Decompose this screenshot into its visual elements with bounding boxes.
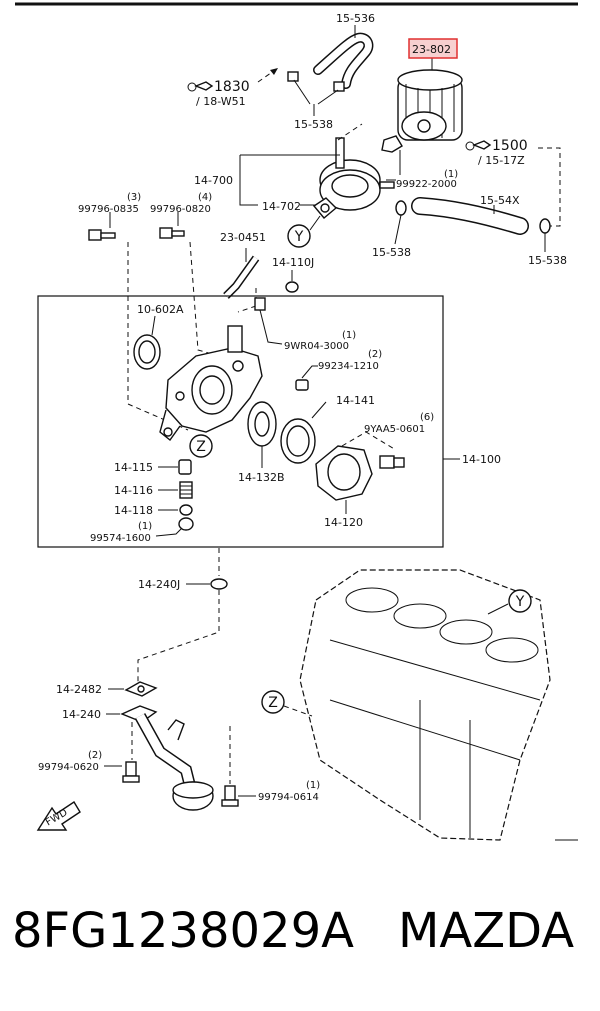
label-9yaa5-0601: 9YAA5-0601 (364, 424, 425, 435)
label-9wr04-3000: 9WR04-3000 (284, 341, 349, 352)
label-14-240j: 14-240J (138, 578, 180, 591)
oil-cooler-14-700[interactable] (319, 137, 395, 211)
svg-text:Z: Z (196, 439, 206, 455)
qty-9yaa5: (6) (420, 412, 434, 423)
label-14-110j: 14-110J (272, 256, 314, 269)
label-14-702: 14-702 (262, 200, 301, 213)
reference-hand-icon (465, 140, 492, 151)
label-99922-2000: 99922-2000 (396, 179, 457, 190)
label-14-132b: 14-132B (238, 471, 285, 484)
plug-99574-1600[interactable] (178, 517, 194, 531)
label-99794-0620: 99794-0620 (38, 762, 99, 773)
engine-block (299, 569, 578, 841)
label-14-115: 14-115 (114, 461, 153, 474)
label-14-700: 14-700 (194, 174, 233, 187)
tube-23-0451[interactable] (223, 255, 260, 299)
label-ref-1500[interactable]: 1500 (492, 138, 528, 154)
label-99796-0820: 99796-0820 (150, 204, 211, 215)
assembly-box-14-100 (37, 295, 444, 548)
label-99574-1600: 99574-1600 (90, 533, 151, 544)
bolt-99796-0820[interactable] (159, 227, 185, 239)
label-15-538-right: 15-538 (528, 254, 567, 267)
bolt-9yaa5-0601[interactable] (379, 455, 405, 469)
label-14-120: 14-120 (324, 516, 363, 529)
callout-z-engine: Z (261, 690, 313, 717)
label-99234-1210: 99234-1210 (318, 361, 379, 372)
svg-text:Y: Y (294, 229, 304, 245)
label-10-602a: 10-602A (137, 303, 184, 316)
label-14-141: 14-141 (336, 394, 375, 407)
qty-99794-0620: (2) (88, 750, 102, 761)
oil-filter-23-802[interactable] (397, 69, 463, 141)
svg-text:Z: Z (268, 695, 278, 711)
highlight-23-802 (408, 38, 458, 59)
qty-99922: (1) (444, 169, 458, 180)
qty-99234: (2) (368, 349, 382, 360)
forward-arrow-icon: FWD (36, 801, 81, 831)
pin-9wr04-3000[interactable] (254, 297, 266, 311)
oil-pump-body[interactable] (159, 325, 263, 442)
footer: 8FG1238029A MAZDA (0, 895, 600, 975)
reference-hand-icon (187, 81, 214, 92)
label-14-240: 14-240 (62, 708, 101, 721)
clamp-15-538-top[interactable] (287, 71, 345, 116)
part-number: 8FG1238029A (12, 903, 354, 959)
plug-14-115[interactable] (178, 459, 192, 475)
qty-99796-0835: (3) (127, 192, 141, 203)
bolt-99794-0614[interactable] (221, 785, 239, 807)
svg-text:Y: Y (515, 594, 525, 610)
hose-15-536[interactable] (313, 32, 374, 89)
label-23-802[interactable]: 23-802 (412, 43, 451, 56)
ring-14-141[interactable] (280, 418, 316, 464)
qty-9wr04: (1) (342, 330, 356, 341)
cover-14-120[interactable] (315, 445, 373, 501)
clamp-15-538-left[interactable] (394, 200, 407, 245)
hose-15-54x[interactable] (411, 197, 529, 235)
spring-14-116[interactable] (179, 481, 193, 499)
label-23-0451: 23-0451 (220, 231, 266, 244)
nut-99922-2000[interactable] (381, 135, 403, 153)
rotor-14-132b[interactable] (247, 401, 277, 447)
label-14-100: 14-100 (462, 453, 501, 466)
label-15-538-left: 15-538 (372, 246, 411, 259)
pin-99234-1210[interactable] (295, 379, 309, 391)
qty-99574: (1) (138, 521, 152, 532)
qty-99794-0614: (1) (306, 780, 320, 791)
label-15-54x: 15-54X (480, 194, 520, 207)
label-14-2482: 14-2482 (56, 683, 102, 696)
clamp-15-538-right[interactable] (539, 218, 551, 252)
seal-10-602a[interactable] (133, 334, 161, 370)
label-15-538-top: 15-538 (294, 118, 333, 131)
label-14-118: 14-118 (114, 504, 153, 517)
qty-99796-0820: (4) (198, 192, 212, 203)
bolt-99796-0835[interactable] (88, 229, 116, 241)
brand-name: MAZDA (398, 903, 575, 959)
callout-y-engine: Y (487, 589, 532, 615)
label-99794-0614: 99794-0614 (258, 792, 319, 803)
label-99796-0835: 99796-0835 (78, 204, 139, 215)
oring-14-240j[interactable] (210, 578, 228, 590)
label-ref-1830[interactable]: 1830 (214, 79, 250, 95)
strainer-14-240[interactable] (120, 705, 214, 811)
oring-14-110j[interactable] (285, 281, 299, 293)
callout-y-top: Y (287, 215, 321, 248)
callout-z-mid: Z (189, 434, 213, 458)
bolt-99794-0620[interactable] (122, 761, 140, 783)
label-15-536: 15-536 (336, 12, 375, 25)
plunger-14-118[interactable] (179, 504, 193, 516)
label-14-116: 14-116 (114, 484, 153, 497)
label-15-17z: / 15-17Z (478, 154, 525, 167)
gasket-14-702[interactable] (312, 197, 338, 219)
label-18-w51: / 18-W51 (196, 95, 246, 108)
gasket-14-2482[interactable] (124, 681, 158, 697)
